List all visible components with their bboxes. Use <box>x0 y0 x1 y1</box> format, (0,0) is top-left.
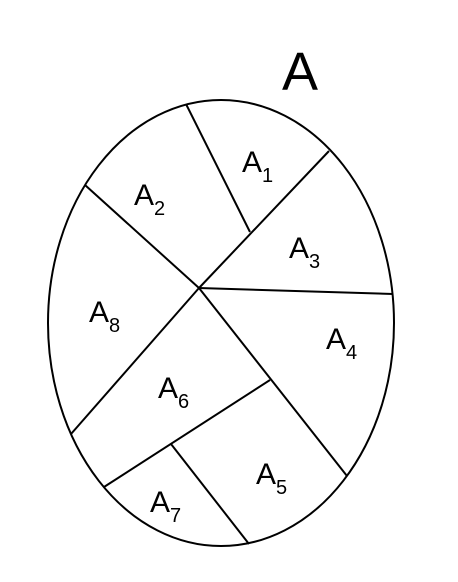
partition-line-center-lower-left <box>70 287 200 435</box>
region-label-a3: A3 <box>289 232 320 273</box>
region-label-a4: A4 <box>326 323 357 364</box>
region-label-a2: A2 <box>134 179 165 220</box>
partition-line-bottom <box>170 443 250 545</box>
region-label-a8: A8 <box>89 296 120 337</box>
partition-line-center-upper-right <box>198 150 330 289</box>
region-label-a1: A1 <box>242 146 273 187</box>
region-label-a7: A7 <box>150 486 181 527</box>
partition-line-center-lower-right <box>198 287 348 477</box>
partition-line-center-upper-left <box>84 184 200 289</box>
partition-line-lower-middle <box>103 379 271 488</box>
set-title: A <box>282 42 318 102</box>
region-label-a5: A5 <box>256 458 287 499</box>
partition-line-top <box>185 103 251 233</box>
region-label-a6: A6 <box>158 372 189 413</box>
partition-line-center-right <box>198 287 394 295</box>
set-boundary-ellipse <box>47 99 395 547</box>
